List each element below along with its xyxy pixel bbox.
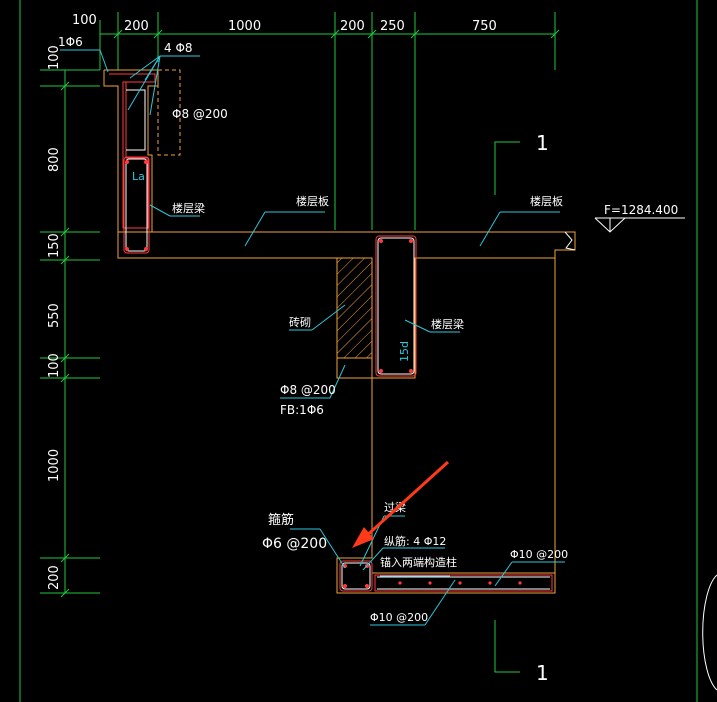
dim-top-250: 250 <box>380 19 405 34</box>
label-floor-beam-2: 楼层梁 <box>431 317 464 331</box>
label-floor-beam-1: 楼层梁 <box>172 201 205 215</box>
label-phi8-200-mid: Φ8 @200 <box>280 383 336 397</box>
section-mark-bottom <box>494 620 520 673</box>
brick-wall-hatch <box>336 257 373 359</box>
break-symbol <box>564 231 576 251</box>
label-floor-slab-2: 楼层板 <box>530 194 563 208</box>
dim-left-200: 200 <box>47 565 62 590</box>
label-fb: FB:1Φ6 <box>280 403 324 417</box>
dim-top-750: 750 <box>472 19 497 34</box>
rebar-dots <box>125 160 522 588</box>
label-phi10-200-a: Φ10 @200 <box>510 548 568 561</box>
section-number-bottom: 1 <box>536 661 549 685</box>
right-edge-arc <box>702 574 717 691</box>
left-dimension-chain <box>40 69 100 598</box>
top-dimension-chain <box>99 12 560 230</box>
section-mark-top <box>494 141 520 195</box>
red-arrow-annotation <box>352 460 450 548</box>
dim-left-550: 550 <box>47 303 62 328</box>
label-15d: 15d <box>398 341 411 362</box>
rebar-upper <box>109 73 156 254</box>
dim-top-1000: 1000 <box>228 19 261 34</box>
dim-top-200-b: 200 <box>340 19 365 34</box>
brick-wall-base <box>336 357 373 379</box>
dim-left-1000: 1000 <box>47 449 62 482</box>
label-1phi6: 1Φ6 <box>58 35 83 49</box>
label-long-bar: 纵筋: 4 Φ12 <box>384 534 446 548</box>
upper-parapet-outline <box>103 69 576 379</box>
dim-left-100-top: 100 <box>47 45 62 70</box>
dim-left-800: 800 <box>47 147 62 172</box>
dim-top-200-a: 200 <box>124 19 149 34</box>
dim-left-150: 150 <box>47 233 62 258</box>
rebar-lower-slab <box>374 574 553 592</box>
parapet-dashed-box <box>157 69 181 156</box>
label-stirrup: 箍筋 <box>268 512 294 528</box>
rebar-lintel <box>339 560 373 592</box>
label-phi6-200: Φ6 @200 <box>262 536 327 552</box>
label-brick-wall: 砖砌 <box>289 315 311 329</box>
label-anchor: 锚入两端构造柱 <box>380 555 457 569</box>
dim-left-100-mid: 100 <box>47 353 62 378</box>
leader-lines <box>60 49 565 626</box>
elevation-marker <box>594 217 685 233</box>
section-number-top: 1 <box>536 131 549 155</box>
rebar-beam-right <box>375 235 417 377</box>
label-floor-slab-1: 楼层板 <box>296 194 329 208</box>
dim-top-100: 100 <box>72 13 97 28</box>
lower-wall-outline <box>336 258 556 594</box>
label-la: La <box>132 170 145 183</box>
label-4phi8: 4 Φ8 <box>164 41 193 55</box>
label-phi8-200-top: Φ8 @200 <box>172 107 228 121</box>
label-phi10-200-b: Φ10 @200 <box>370 611 428 624</box>
elevation-text: F=1284.400 <box>604 203 678 217</box>
